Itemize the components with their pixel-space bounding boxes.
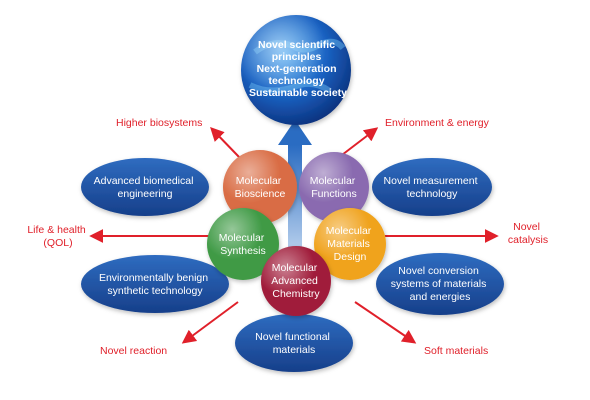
core-circles: Molecular Bioscience Molecular Functions… xyxy=(207,150,386,316)
circle-molecular-bioscience: Molecular Bioscience xyxy=(223,150,297,224)
outcome-catalysis-line-2: catalysis xyxy=(508,234,548,246)
goal-line-4: technology xyxy=(269,75,325,87)
outcome-life-health-line-1: Life & health xyxy=(27,224,86,236)
outcome-soft-materials: Soft materials xyxy=(424,345,488,357)
field-2-line-1: Novel measurement xyxy=(384,175,478,187)
svg-text:Novel functional mater: Novel functional materials xyxy=(255,331,333,356)
field-5-line-2: materials xyxy=(273,344,316,356)
svg-text:Molecular Bioscience: Molecular Bioscience xyxy=(235,175,286,200)
outcome-novel-reaction: Novel reaction xyxy=(100,345,167,357)
goal-globe: Novel scientific principles Next-generat… xyxy=(241,15,351,125)
svg-text:Molecular Synthesis: Molecular Synthesis xyxy=(219,232,267,257)
circle-molecular-synthesis: Molecular Synthesis xyxy=(207,208,279,280)
field-3-line-2: synthetic technology xyxy=(107,285,203,297)
svg-text:Novel measurement tech: Novel measurement technology xyxy=(384,175,481,200)
svg-text:Novel conversion syste: Novel conversion systems of materials an… xyxy=(391,265,490,303)
arrow-environment-energy xyxy=(337,127,379,159)
svg-text:Molecular Materials: Molecular Materials Design xyxy=(326,225,374,263)
circle-3-line-2: Synthesis xyxy=(220,245,266,257)
circle-1-line-1: Molecular xyxy=(236,175,282,187)
outcome-life-health: Life & health (QOL) xyxy=(27,224,88,249)
arrow-novel-reaction xyxy=(181,301,239,344)
circle-2-line-1: Molecular xyxy=(310,175,356,187)
outcome-arrows xyxy=(89,126,499,344)
circle-molecular-functions: Molecular Functions xyxy=(299,152,369,222)
field-5-line-1: Novel functional xyxy=(255,331,330,343)
field-2-line-2: technology xyxy=(407,188,459,200)
outcome-catalysis-line-1: Novel xyxy=(513,221,540,233)
field-1-line-2: engineering xyxy=(118,188,173,200)
circle-3-line-1: Molecular xyxy=(219,232,265,244)
field-4-line-2: systems of materials xyxy=(391,278,487,290)
field-ellipses: Advanced biomedical engineering Novel me… xyxy=(81,158,504,372)
circle-2-line-2: Functions xyxy=(311,188,357,200)
goal-text: Novel scientific principles Next-generat… xyxy=(249,39,347,99)
circle-molecular-advanced-chemistry: Molecular Advanced Chemistry xyxy=(261,246,331,316)
field-4-line-3: and energies xyxy=(410,291,471,303)
field-3-line-1: Environmentally benign xyxy=(99,272,208,284)
circle-5-line-2: Advanced xyxy=(271,275,318,287)
circle-molecular-materials-design: Molecular Materials Design xyxy=(314,208,386,280)
outcome-labels: Higher biosystems Environment & energy L… xyxy=(27,117,548,357)
arrow-soft-materials xyxy=(354,301,417,344)
circle-4-line-1: Molecular xyxy=(326,225,372,237)
field-novel-conversion: Novel conversion systems of materials an… xyxy=(376,253,504,315)
field-4-line-1: Novel conversion xyxy=(398,265,479,277)
circle-5-line-3: Chemistry xyxy=(272,288,320,300)
circle-1-line-2: Bioscience xyxy=(235,188,286,200)
outcome-higher-biosystems: Higher biosystems xyxy=(116,117,202,129)
svg-text:Molecular Advanced: Molecular Advanced Chemistry xyxy=(271,262,321,300)
svg-text:Advanced biomedical en: Advanced biomedical engineering xyxy=(94,175,197,200)
circle-4-line-3: Design xyxy=(334,251,367,263)
circle-5-line-1: Molecular xyxy=(272,262,318,274)
circle-4-line-2: Materials xyxy=(327,238,370,250)
outcome-environment-energy: Environment & energy xyxy=(385,117,490,129)
goal-line-5: Sustainable society xyxy=(249,87,347,99)
goal-line-2: principles xyxy=(272,51,322,63)
outcome-life-health-line-2: (QOL) xyxy=(43,237,72,249)
field-advanced-biomedical: Advanced biomedical engineering xyxy=(81,158,209,216)
outcome-novel-catalysis: Novel catalysis xyxy=(508,221,548,246)
field-novel-functional: Novel functional materials xyxy=(235,314,353,372)
svg-text:Environmentally benign: Environmentally benign synthetic technol… xyxy=(99,272,211,297)
arrow-higher-biosystems xyxy=(210,126,241,159)
svg-text:Molecular Functions: Molecular Functions xyxy=(310,175,358,200)
goal-line-1: Novel scientific xyxy=(258,39,335,51)
field-1-line-1: Advanced biomedical xyxy=(94,175,194,187)
goal-line-3: Next-generation xyxy=(257,63,337,75)
field-novel-measurement: Novel measurement technology xyxy=(372,158,492,216)
field-environmentally-benign: Environmentally benign synthetic technol… xyxy=(81,255,229,313)
